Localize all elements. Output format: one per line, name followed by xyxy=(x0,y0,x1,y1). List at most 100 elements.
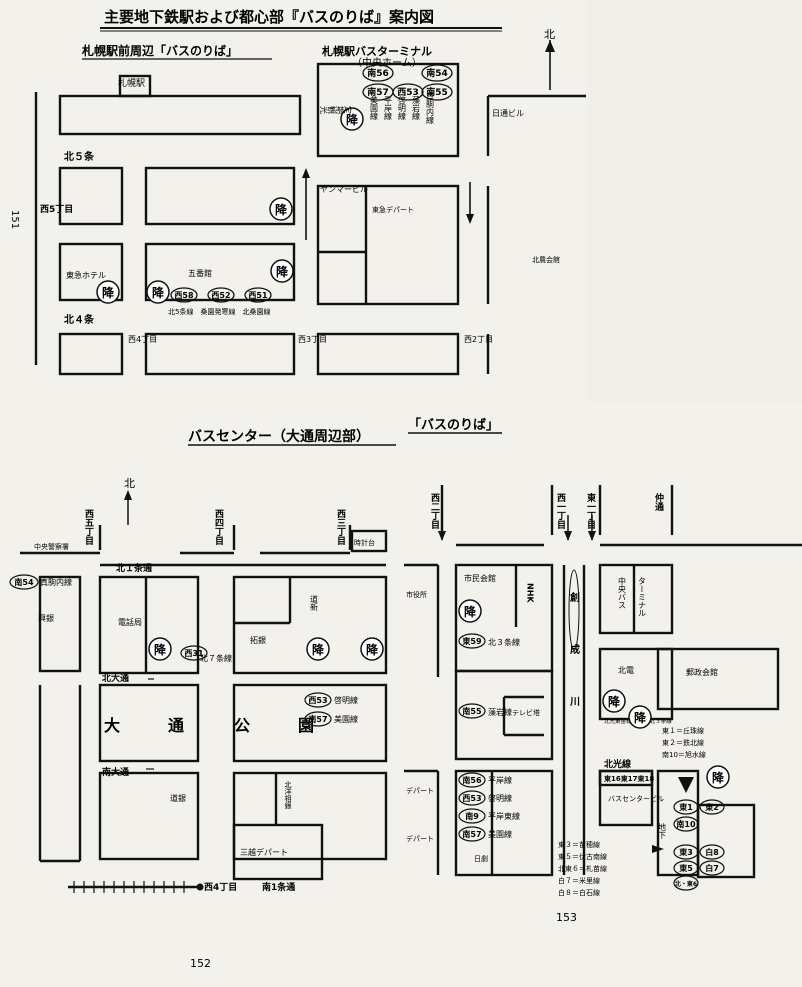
stop-badge: 東5 xyxy=(679,863,693,873)
legend-entry: 北東６＝札苗線 xyxy=(558,864,607,873)
section-title-terminal: 札幌駅バスターミナル xyxy=(321,44,432,58)
route-column: 定期観光 xyxy=(319,106,353,115)
label-kita3-line: 北３条線 xyxy=(488,637,520,647)
label-nishi3: 西3丁目 xyxy=(298,335,327,344)
stop-badge: 南57 xyxy=(308,714,327,724)
page-title: 主要地下鉄駅および都心部『バスのりば』案内図 xyxy=(104,8,434,26)
stop-badge: 東59 xyxy=(462,636,482,646)
alight-marker: 降 xyxy=(154,642,167,657)
label-shimin-kaikan: 市民会館 xyxy=(464,573,496,583)
label-dogin: 道銀 xyxy=(170,793,186,803)
page-number: 152 xyxy=(190,957,211,970)
page-number: 153 xyxy=(556,911,577,924)
page-number: 151 xyxy=(9,210,20,229)
route-column: 平岸線 xyxy=(384,96,393,120)
label-takugin: 拓銀 xyxy=(250,635,266,645)
stop-badge: 西58 xyxy=(174,291,194,300)
stop-badge: 南54 xyxy=(426,67,448,79)
stop-badge: 西53 xyxy=(308,696,327,705)
label-hokuden: 北電 xyxy=(618,666,634,675)
label-kita-odori: 北大通 xyxy=(102,672,129,684)
alight-marker: 降 xyxy=(152,285,165,300)
route-name: 美園線 xyxy=(488,829,512,839)
stop-badge: 南57 xyxy=(462,829,481,839)
label-soseigawa: 川 xyxy=(569,696,580,708)
label-kita5: 北５条 xyxy=(64,150,95,163)
alight-marker: 降 xyxy=(275,202,288,217)
stop-badge: 北・東6 xyxy=(675,880,697,888)
map-bus-center-odori: バスセンター（大通周辺部） 北 西五丁目 西四丁目 西三丁目 中央警察署 北１条… xyxy=(9,428,396,970)
stop-badge: 西53 xyxy=(462,794,481,803)
page-151: 主要地下鉄駅および都心部『バスのりば』案内図 札幌駅前周辺「バスのりば」 札幌駅… xyxy=(0,0,586,405)
north-label: 北 xyxy=(544,28,555,41)
page-title: バスセンター（大通周辺部） xyxy=(188,428,370,445)
label-nishi3: 西三丁目 xyxy=(335,509,346,546)
label-odori-park: 通 xyxy=(168,716,184,735)
label-odori-park: 大 xyxy=(104,716,120,735)
legend-entry: 東２＝鉄北線 xyxy=(662,738,704,747)
label-hokuyo-sogin: 北洋相銀 xyxy=(284,781,292,810)
label-sapporo-station: 札幌駅 xyxy=(118,77,145,89)
stop-badge: 南56 xyxy=(462,775,482,785)
alight-marker: 降 xyxy=(102,285,115,300)
legend-entry: 白８＝白石線 xyxy=(558,888,600,897)
map-bus-stops: 「バスのりば」 西二丁目 西一丁目 東一丁目 仲通 市役所 市民会館 NHK タ… xyxy=(404,417,802,924)
label-department: デパート xyxy=(406,834,434,843)
label-kita4: 北４条 xyxy=(64,313,95,326)
departure-board: 東16東17東18 xyxy=(604,774,654,783)
label-yusei-kaikan: 郵政会館 xyxy=(686,667,718,677)
label-odori-park: 園 xyxy=(298,716,314,735)
label-nishi4: 西四丁目 xyxy=(213,509,224,546)
label-kogin: 興銀 xyxy=(38,613,54,623)
stop-badge: 西51 xyxy=(248,291,268,300)
label-tv-tower: テレビ塔 xyxy=(512,708,540,717)
label-higashi1: 東一丁目 xyxy=(585,492,596,530)
legend-entry: 白７＝米里線 xyxy=(558,876,600,885)
label-nishi2: 西2丁目 xyxy=(464,335,493,344)
label-nittsu-building: 日通ビル xyxy=(492,108,524,118)
stop-badge: 西52 xyxy=(211,291,230,300)
alight-marker: 降 xyxy=(712,770,725,785)
alight-marker: 降 xyxy=(608,694,621,709)
label-kita1: 北１条通 xyxy=(116,562,152,574)
legend-entry: 東５＝伏古南線 xyxy=(558,852,607,861)
label-makomanai-line: 真駒内線 xyxy=(40,577,72,587)
label-underground: 地下 xyxy=(658,822,667,840)
label-minami-odori: 南大通 xyxy=(102,766,129,778)
label-terminal: ターミナル xyxy=(638,577,647,617)
label-keimei-line: 啓明線 xyxy=(334,695,358,705)
label-nishi2: 西二丁目 xyxy=(429,493,440,530)
stop-badge: 東3 xyxy=(679,847,693,857)
adjacent-page-strip xyxy=(586,0,802,405)
label-kita7-line: 北７条線 xyxy=(200,653,232,663)
label-bottom-routes: 北5条線 桑園発寒線 北桑園線 xyxy=(168,307,270,316)
route-column: 藻岩線 xyxy=(412,95,421,120)
page-153: 「バスのりば」 西二丁目 西一丁目 東一丁目 仲通 市役所 市民会館 NHK タ… xyxy=(404,405,802,987)
stop-badge: 南54 xyxy=(14,577,34,587)
route-name: 平岸東線 xyxy=(488,811,520,821)
route-column: 啓明線 xyxy=(398,95,407,120)
stop-badge: 南9 xyxy=(465,811,479,821)
label-soseigawa: 創 xyxy=(569,591,580,604)
stop-badge: 南10 xyxy=(676,819,696,829)
page-152: バスセンター（大通周辺部） 北 西五丁目 西四丁目 西三丁目 中央警察署 北１条… xyxy=(0,405,404,987)
label-nishi4-station: 西4丁目 xyxy=(204,882,237,893)
label-tokeidai: 時計台 xyxy=(354,538,375,547)
label-nhk: NHK xyxy=(526,583,535,603)
stop-badge: 南55 xyxy=(426,86,448,98)
route-column: 真駒内線 xyxy=(426,91,435,124)
label-nishi1: 西一丁目 xyxy=(555,493,566,530)
alight-marker: 降 xyxy=(366,642,379,657)
label-chuo-bus: 中央バス xyxy=(618,576,627,609)
label-tokyu-hotel: 東急ホテル xyxy=(66,270,106,280)
label-minami1: 南1条通 xyxy=(262,881,295,893)
route-name: 平岸線 xyxy=(488,775,512,785)
label-dosin: 道新 xyxy=(310,594,319,612)
label-bien-line: 美園線 xyxy=(334,714,358,724)
stop-badge: 白8 xyxy=(705,847,719,857)
stop-badge: 東1 xyxy=(679,802,693,812)
stop-badge: 南56 xyxy=(367,67,389,79)
legend-entry: 東３＝苗穂線 xyxy=(558,840,600,849)
label-nishi5: 西五丁目 xyxy=(83,509,94,546)
label-nishi5: 西5丁目 xyxy=(40,204,73,215)
